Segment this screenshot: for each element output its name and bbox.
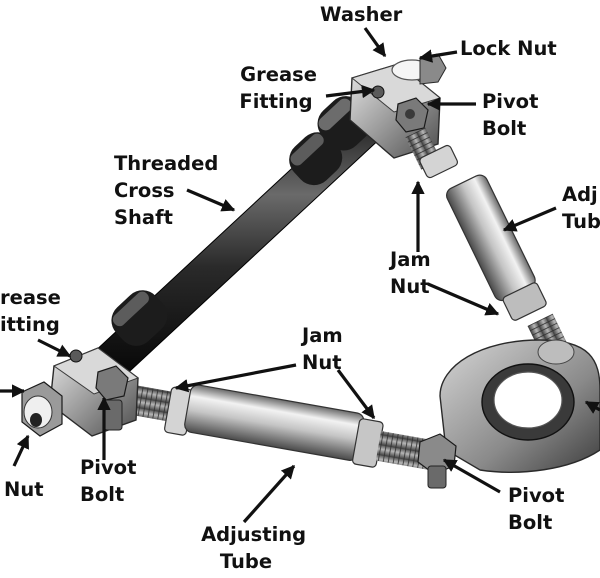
grease-fitting-left-arrow: [37, 338, 72, 358]
leader-arrows: [0, 27, 600, 524]
ball-joint-arrow: [584, 400, 600, 414]
grease-fitting-top-arrow: [325, 84, 376, 99]
jam-nut-right-arrow-down: [427, 282, 500, 316]
threaded-cross-shaft: [91, 93, 399, 383]
bottom-adjusting-tube: [123, 384, 441, 471]
label-adjusting-tube-right: Adj Tub: [562, 183, 600, 233]
left-pivot-block: [21, 347, 140, 437]
label-jam-nut-right: Jam Nut: [388, 248, 438, 298]
label-grease-fitting-left: rease itting: [0, 286, 68, 336]
jam-nut-bottom-arrow-right: [336, 369, 376, 420]
label-pivot-bolt-left: Pivot Bolt: [80, 456, 143, 506]
label-lock-nut-top: Lock Nut: [460, 37, 557, 60]
pivot-bolt-right-arrow: [442, 458, 501, 494]
washer-arrow: [363, 27, 387, 58]
right-adjusting-tube: [405, 127, 569, 359]
label-jam-nut-bottom: Jam Nut: [300, 324, 350, 374]
label-pivot-bolt-top: Pivot Bolt: [482, 90, 545, 140]
label-pivot-bolt-right: Pivot Bolt: [508, 484, 571, 534]
ball-joint-plate: [439, 339, 600, 473]
label-washer: Washer: [320, 3, 403, 26]
threaded-cross-shaft-arrow: [186, 188, 236, 212]
label-threaded-cross-shaft: Threaded Cross Shaft: [114, 152, 225, 229]
label-grease-fitting-top: Grease Fitting: [239, 63, 323, 113]
part-labels: Washer Lock Nut Grease Fitting Pivot Bol…: [0, 3, 600, 573]
adjusting-tube-bottom-arrow: [242, 464, 296, 524]
right-pivot-bolt-assembly: [417, 433, 457, 489]
label-lock-nut-left: Nut: [4, 478, 44, 501]
lock-nut-left-bottom-arrow: [12, 434, 30, 467]
jam-nut-bottom-arrow-left: [174, 363, 297, 393]
label-adjusting-tube-bottom: Adjusting Tube: [201, 523, 313, 573]
lock-nut-top-arrow: [418, 49, 458, 63]
adjusting-tube-right-arrow: [502, 206, 557, 232]
